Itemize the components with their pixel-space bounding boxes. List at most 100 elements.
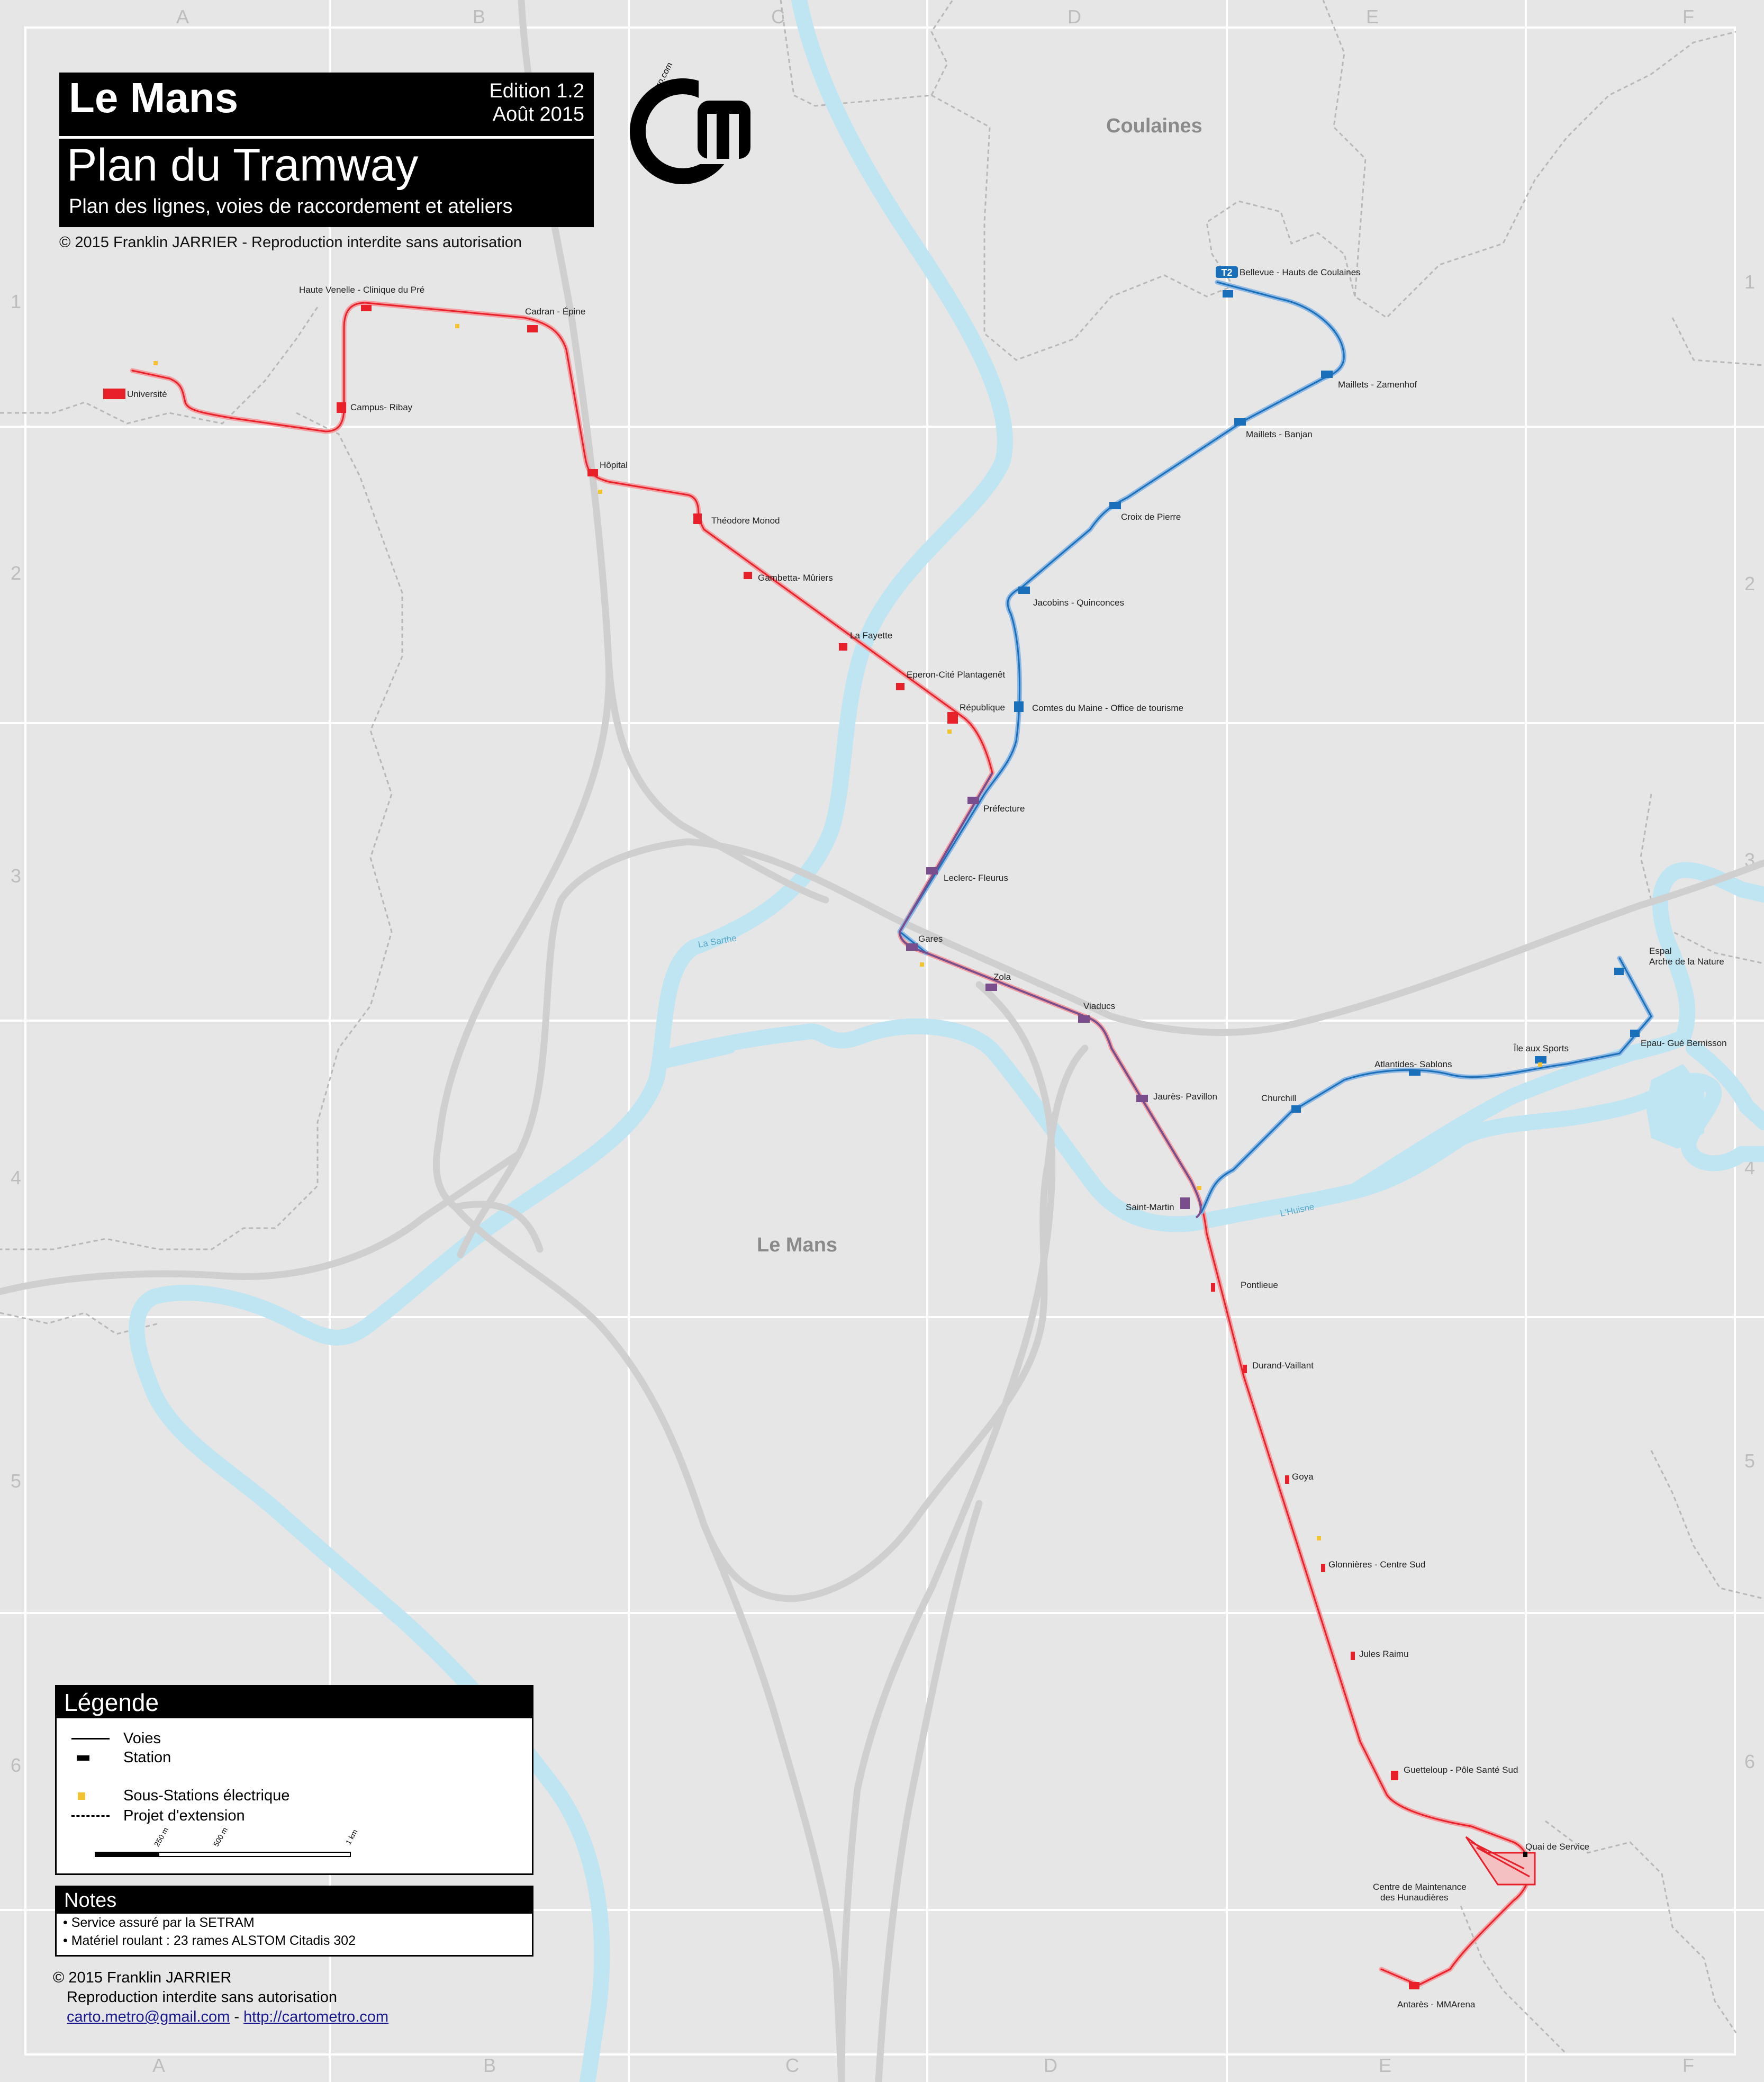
lake	[1646, 1064, 1704, 1149]
credit-block: © 2015 Franklin JARRIER Reproduction int…	[53, 1968, 388, 2027]
station-republique-marker	[947, 712, 958, 724]
label-goya: Goya	[1292, 1472, 1314, 1482]
line-t2-badge-label: T2	[1221, 267, 1232, 278]
station-quai-marker	[1523, 1852, 1527, 1857]
grid-col-f-bottom: F	[1682, 2054, 1694, 2076]
station-eperon-marker	[896, 683, 904, 690]
note-line-2: • Matériel roulant : 23 rames ALSTOM Cit…	[63, 1933, 356, 1948]
label-espal-2: Arche de la Nature	[1649, 957, 1724, 967]
label-guetteloup: Guetteloup - Pôle Santé Sud	[1404, 1765, 1518, 1775]
label-leclerc: Leclerc- Fleurus	[944, 873, 1008, 883]
legend-station-label: Station	[123, 1749, 171, 1766]
label-haute-venelle: Haute Venelle - Clinique du Pré	[299, 285, 424, 295]
station-universite-marker	[103, 389, 125, 399]
river-sarthe	[129, 0, 1013, 2082]
label-jacobins: Jacobins - Quinconces	[1033, 598, 1124, 608]
label-jules-raimu: Jules Raimu	[1359, 1649, 1409, 1659]
label-antares: Antarès - MMArena	[1397, 1999, 1476, 2009]
legend-substation-row: Sous-Stations électrique	[71, 1787, 290, 1805]
station-ile-sports-marker	[1535, 1056, 1546, 1063]
stations-t2	[1014, 290, 1640, 1113]
station-jacobins-marker	[1018, 587, 1030, 594]
grid-row-2-left: 2	[11, 562, 21, 584]
station-campus-marker	[337, 402, 346, 413]
grid-row-4-right: 4	[1744, 1157, 1755, 1178]
edition-label: Edition 1.2	[489, 80, 584, 102]
label-gambetta: Gambetta- Mûriers	[758, 573, 833, 583]
label-pontlieue: Pontlieue	[1241, 1280, 1278, 1290]
depot-hunaudieres	[1465, 1836, 1536, 1886]
grid-row-5-right: 5	[1744, 1450, 1755, 1472]
scale-250: 250 m	[152, 1826, 170, 1848]
map-city-title: Le Mans	[69, 74, 239, 121]
label-banjan: Maillets - Banjan	[1246, 429, 1313, 439]
label-viaducs: Viaducs	[1083, 1001, 1115, 1011]
station-leclerc-marker	[926, 867, 938, 875]
station-durand-marker	[1243, 1365, 1247, 1373]
label-saint-martin: Saint-Martin	[1126, 1202, 1174, 1212]
station-labels: Université Haute Venelle - Clinique du P…	[127, 267, 1727, 2009]
credit-copyright: © 2015 Franklin JARRIER	[53, 1969, 232, 1986]
grid-row-1-left: 1	[11, 291, 21, 312]
label-croix: Croix de Pierre	[1121, 512, 1181, 522]
grid-col-e-bottom: E	[1379, 2054, 1391, 2076]
grid-col-f-top: F	[1682, 6, 1694, 28]
station-croix-marker	[1109, 502, 1121, 509]
email-link[interactable]: carto.metro@gmail.com	[67, 2008, 230, 2025]
station-gambetta-marker	[744, 572, 752, 579]
line-t1-tracks	[130, 300, 1532, 1988]
scale-bar	[95, 1852, 351, 1857]
grid-col-a-top: A	[176, 6, 189, 28]
label-republique: République	[960, 702, 1005, 713]
legend-box: Légende Voies Station Sous-Stations élec…	[55, 1685, 533, 1875]
label-gares: Gares	[918, 934, 943, 944]
station-guetteloup-marker	[1391, 1771, 1398, 1780]
station-saint-martin-marker	[1180, 1197, 1190, 1209]
map-subtitle: Plan du Tramway	[67, 140, 419, 191]
station-bellevue-marker	[1223, 290, 1233, 298]
notes-box: Notes • Service assuré par la SETRAM • M…	[55, 1886, 533, 1957]
credit-separator: -	[234, 2008, 239, 2025]
label-coulaines: Coulaines	[1106, 115, 1202, 137]
label-eperon: Eperon-Cité Plantagenêt	[907, 670, 1005, 680]
stations-shared	[906, 797, 1190, 1209]
label-durand: Durand-Vaillant	[1252, 1360, 1314, 1371]
station-haute-venelle-marker	[361, 305, 372, 311]
station-marker-icon	[77, 1755, 89, 1761]
grid-col-d-top: D	[1068, 6, 1081, 28]
label-epau: Epau- Gué Bernisson	[1641, 1038, 1727, 1048]
railway-east-west	[0, 1150, 522, 1295]
title-block: Le Mans Edition 1.2 Août 2015 Plan du Tr…	[59, 73, 594, 227]
grid-col-c-bottom: C	[785, 2054, 799, 2076]
label-centre-maintenance-2: des Hunaudières	[1380, 1892, 1449, 1903]
label-lafayette: La Fayette	[850, 630, 892, 641]
grid-row-4-left: 4	[11, 1167, 21, 1188]
station-prefecture-marker	[967, 797, 979, 804]
label-ile-sports: Île aux Sports	[1513, 1043, 1569, 1053]
cartometro-logo: http://cartometro.com	[629, 61, 750, 184]
label-comtes: Comtes du Maine - Office de tourisme	[1032, 703, 1183, 713]
grid-row-6-right: 6	[1744, 1751, 1755, 1772]
rivers	[129, 0, 1764, 2082]
label-campus: Campus- Ribay	[350, 402, 413, 412]
label-theodore: Théodore Monod	[711, 516, 780, 526]
legend-voies-label: Voies	[123, 1730, 161, 1747]
website-link[interactable]: http://cartometro.com	[243, 2008, 389, 2025]
legend-voies-row: Voies	[71, 1730, 161, 1747]
scale-1km: 1 km	[343, 1827, 359, 1846]
grid-labels: A B C D E F A B C D E F 1 2 3 4 5 6 1 2 …	[11, 6, 1755, 2076]
station-viaducs-marker	[1078, 1015, 1090, 1023]
station-zola-marker	[985, 984, 997, 991]
notes-title: Notes	[57, 1887, 532, 1914]
station-goya-marker	[1285, 1475, 1289, 1484]
edition-block: Edition 1.2 Août 2015	[489, 80, 584, 126]
label-atlantides: Atlantides- Sablons	[1374, 1059, 1452, 1069]
station-jaures-marker	[1136, 1095, 1148, 1102]
station-comtes-marker	[1014, 701, 1024, 712]
grid-row-2-right: 2	[1744, 573, 1755, 594]
label-universite: Université	[127, 389, 167, 399]
station-espal-marker	[1614, 968, 1624, 975]
station-banjan-marker	[1234, 418, 1246, 426]
station-zamenhof-marker	[1321, 371, 1333, 378]
track-line-icon	[71, 1738, 110, 1739]
